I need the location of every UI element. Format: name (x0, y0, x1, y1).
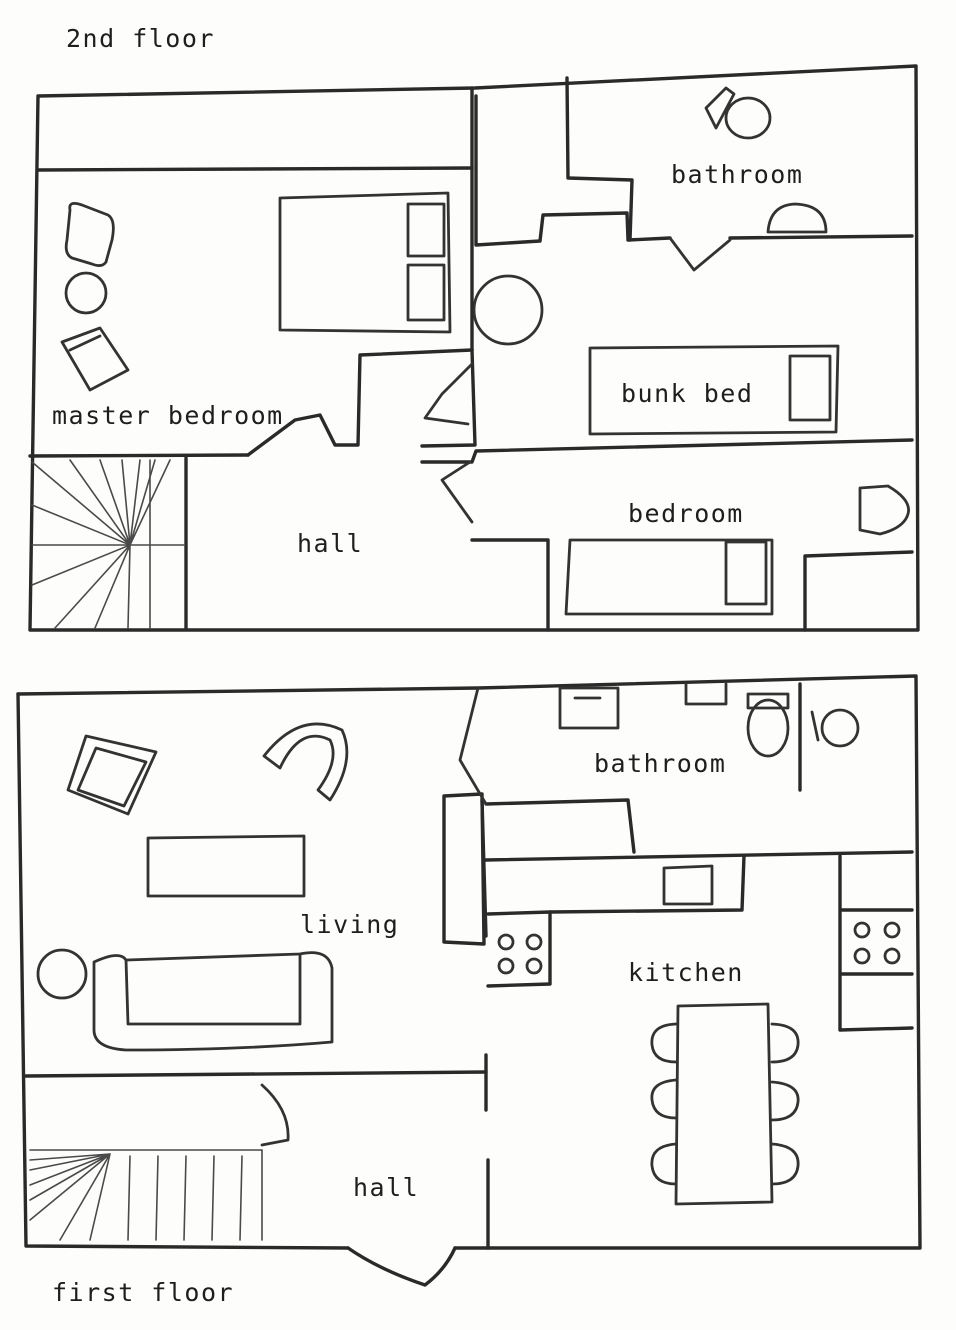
first-floor-walls (16, 674, 922, 1287)
room-label-bedroom: bedroom (628, 499, 744, 528)
second-floor-walls (28, 64, 920, 632)
room-label-kitchen: kitchen (628, 958, 744, 987)
room-label-downstairs-bathroom: bathroom (594, 749, 727, 778)
second-floor-plan (28, 64, 920, 632)
room-label-upstairs-bathroom: bathroom (671, 160, 804, 189)
first-floor-stairs (29, 1149, 263, 1241)
room-label-master-bedroom: master bedroom (52, 401, 284, 430)
second-floor-furniture (60, 86, 910, 616)
room-label-downstairs-hall: hall (353, 1173, 420, 1202)
second-floor-doors (423, 236, 732, 524)
second-floor-stairs (31, 459, 186, 629)
room-label-living: living (300, 910, 400, 939)
room-label-bunk-bed: bunk bed (621, 379, 754, 408)
first-floor-title: first floor (52, 1278, 235, 1307)
second-floor-title: 2nd floor (66, 24, 215, 53)
first-floor-plan (16, 674, 922, 1287)
first-floor-doors (260, 686, 488, 1147)
first-floor-furniture (36, 682, 901, 1206)
room-label-upstairs-hall: hall (297, 529, 364, 558)
